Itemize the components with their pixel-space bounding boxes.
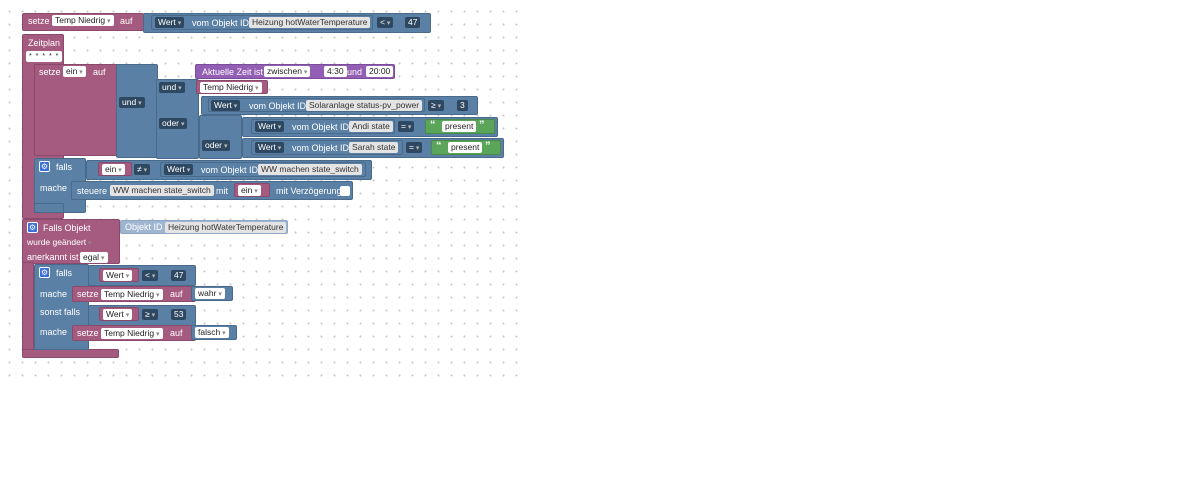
number-field[interactable]: 47 bbox=[405, 17, 421, 28]
auf-label-2: auf bbox=[93, 67, 106, 77]
solar-number-field[interactable]: 3 bbox=[457, 100, 468, 111]
andi-wert-dropdown[interactable]: Wert bbox=[255, 121, 285, 132]
gear-icon[interactable]: ⚙ bbox=[39, 267, 50, 278]
gear-icon[interactable]: ⚙ bbox=[27, 222, 38, 233]
wert-dropdown-1[interactable]: Wert bbox=[103, 270, 133, 281]
falsch-dropdown[interactable]: falsch bbox=[195, 327, 229, 338]
steuere-label: steuere bbox=[77, 186, 108, 196]
zeit-mode-dropdown[interactable]: zwischen bbox=[264, 66, 311, 77]
mache-label: mache bbox=[40, 183, 68, 193]
andi-vom-label: vom Objekt ID bbox=[292, 122, 350, 132]
lt-op-dropdown[interactable]: < bbox=[142, 270, 159, 281]
sonst-falls-label: sonst falls bbox=[40, 307, 81, 317]
delay-checkbox[interactable] bbox=[340, 186, 350, 196]
temp-niedrig-dropdown[interactable]: Temp Niedrig bbox=[200, 82, 262, 93]
wert-dropdown[interactable]: Wert bbox=[155, 17, 185, 28]
solar-vom-label: vom Objekt ID bbox=[249, 101, 307, 111]
anerkannt-label: anerkannt ist bbox=[27, 252, 79, 262]
setze-label-3: setze bbox=[77, 289, 99, 299]
solar-op-dropdown[interactable]: ≥ bbox=[428, 100, 445, 111]
quote-close-icon: ” bbox=[479, 119, 485, 131]
operator-dropdown[interactable]: < bbox=[377, 17, 394, 28]
wert-dropdown-2[interactable]: Wert bbox=[103, 309, 133, 320]
ww-object-field[interactable]: WW machen state_switch bbox=[258, 164, 362, 175]
zeit-from-field[interactable]: 4:30 bbox=[324, 66, 347, 77]
oder-dropdown-outer[interactable]: oder bbox=[159, 118, 188, 129]
blockly-workspace[interactable]: setze Temp Niedrig auf Wert vom Objekt I… bbox=[0, 0, 520, 380]
andi-object-field[interactable]: Andi state bbox=[349, 121, 393, 132]
vom-objekt-id-label: vom Objekt ID bbox=[192, 18, 250, 28]
oder-block[interactable] bbox=[199, 115, 242, 159]
andi-op-dropdown[interactable]: = bbox=[398, 121, 415, 132]
sarah-wert-dropdown[interactable]: Wert bbox=[255, 142, 285, 153]
cron-field[interactable]: * * * * * bbox=[26, 51, 63, 62]
trigger-object-field[interactable]: Heizung hotWaterTemperature bbox=[165, 222, 287, 233]
wahr-dropdown[interactable]: wahr bbox=[195, 288, 225, 299]
setze-label-4: setze bbox=[77, 328, 99, 338]
auf-label-4: auf bbox=[170, 328, 183, 338]
trigger-block-bottom bbox=[22, 349, 119, 358]
zeitplan-label: Zeitplan bbox=[28, 38, 61, 48]
mache-label-2: mache bbox=[40, 289, 68, 299]
falls-label: falls bbox=[56, 162, 73, 172]
sarah-op-dropdown[interactable]: = bbox=[406, 142, 423, 153]
auf-label-3: auf bbox=[170, 289, 183, 299]
objekt-id-label: Objekt ID bbox=[125, 222, 163, 232]
lt-number-field[interactable]: 47 bbox=[171, 270, 187, 281]
sarah-text-field[interactable]: present bbox=[448, 142, 483, 153]
ge-op-dropdown[interactable]: ≥ bbox=[142, 309, 159, 320]
andi-text-field[interactable]: present bbox=[442, 121, 477, 132]
quote-open-icon: “ bbox=[430, 119, 436, 131]
quote-close-icon: ” bbox=[485, 140, 491, 152]
mit-verzoegerung-label: mit Verzögerung bbox=[276, 186, 342, 196]
ein-dropdown[interactable]: ein bbox=[102, 164, 125, 175]
object-id-field[interactable]: Heizung hotWaterTemperature bbox=[249, 17, 371, 28]
zeit-to-field[interactable]: 20:00 bbox=[366, 66, 394, 77]
variable-dropdown[interactable]: Temp Niedrig bbox=[52, 15, 114, 26]
mache-label-3: mache bbox=[40, 327, 68, 337]
quote-open-icon: “ bbox=[436, 140, 442, 152]
gear-icon[interactable]: ⚙ bbox=[39, 161, 50, 172]
set-ein-block[interactable] bbox=[34, 64, 119, 156]
falls-objekt-label: Falls Objekt bbox=[43, 223, 91, 233]
sarah-object-field[interactable]: Sarah state bbox=[349, 142, 399, 153]
ein-value-dropdown[interactable]: ein bbox=[238, 185, 261, 196]
ge-number-field[interactable]: 53 bbox=[171, 309, 187, 320]
if-block-bottom bbox=[34, 203, 64, 213]
trigger-block-side bbox=[22, 262, 34, 357]
sarah-vom-label: vom Objekt ID bbox=[292, 143, 350, 153]
solar-object-field[interactable]: Solaranlage status-pv_power bbox=[306, 100, 423, 111]
solar-wert-dropdown[interactable]: Wert bbox=[211, 100, 241, 111]
oder-dropdown-inner[interactable]: oder bbox=[202, 140, 231, 151]
ww-wert-dropdown[interactable]: Wert bbox=[164, 164, 194, 175]
temp-niedrig-dropdown-2[interactable]: Temp Niedrig bbox=[101, 289, 163, 300]
falls-label-2: falls bbox=[56, 268, 73, 278]
wurde-dropdown[interactable]: wurde geändert bbox=[24, 237, 95, 248]
ww-vom-label: vom Objekt ID bbox=[201, 165, 259, 175]
setze-label-2: setze bbox=[39, 67, 61, 77]
control-target-field[interactable]: WW machen state_switch bbox=[110, 185, 214, 196]
temp-niedrig-dropdown-3[interactable]: Temp Niedrig bbox=[101, 328, 163, 339]
setze-label: setze bbox=[28, 16, 50, 26]
und-block-outer[interactable] bbox=[116, 64, 158, 158]
mit-label: mit bbox=[216, 186, 228, 196]
ne-op-dropdown[interactable]: ≠ bbox=[134, 164, 151, 175]
und-dropdown-outer[interactable]: und bbox=[119, 97, 145, 108]
zeit-und-label: und bbox=[347, 67, 363, 77]
ein-variable-dropdown[interactable]: ein bbox=[63, 66, 86, 77]
aktuelle-zeit-label: Aktuelle Zeit ist bbox=[202, 67, 264, 77]
auf-label: auf bbox=[120, 16, 133, 26]
und-dropdown-inner[interactable]: und bbox=[159, 82, 185, 93]
anerkannt-dropdown[interactable]: egal bbox=[80, 252, 108, 263]
